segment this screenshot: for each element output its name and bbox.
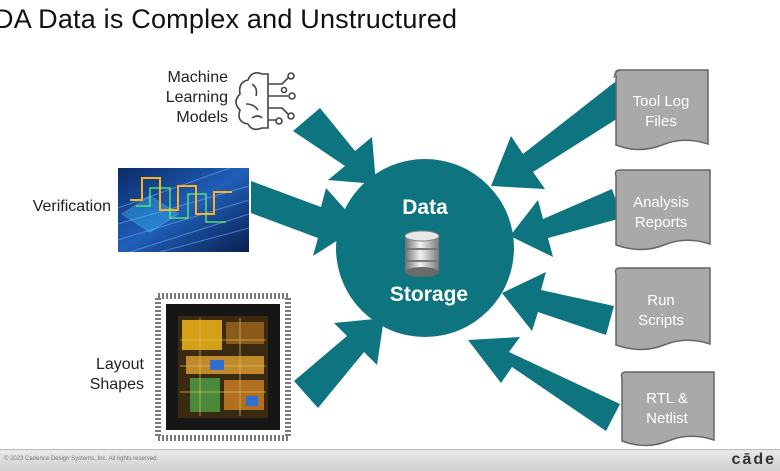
doc-label: Netlist xyxy=(646,410,689,427)
label-line: Shapes xyxy=(89,376,144,393)
arrow-ml xyxy=(293,108,376,184)
verification-waveform-image xyxy=(117,167,250,253)
arrow-analysis xyxy=(510,189,622,257)
doc-rtl-netlist: RTL & Netlist xyxy=(620,371,715,447)
doc-label: Run xyxy=(647,292,675,309)
label-line: Models xyxy=(176,109,228,126)
label-line: Learning xyxy=(165,89,228,106)
layout-chip-image xyxy=(155,293,291,441)
label-line: Layout xyxy=(95,356,144,373)
doc-label: Analysis xyxy=(633,194,689,211)
data-flow-diagram: Data Storage Tool Log Files Analysis Rep… xyxy=(117,69,715,447)
hub-label-storage: Storage xyxy=(390,283,468,306)
doc-run-scripts: Run Scripts xyxy=(614,267,711,351)
slide-title: DA Data is Complex and Unstructured xyxy=(0,4,458,34)
label-machine-learning-models: Machine Learning Models xyxy=(150,68,228,128)
label-layout-shapes: Layout Shapes xyxy=(70,355,144,395)
database-icon xyxy=(404,230,440,277)
slide-footer: © 2023 Cadence Design Systems, Inc. All … xyxy=(0,449,780,471)
brand-logo: cāde xyxy=(731,451,776,468)
label-verification: Verification xyxy=(32,198,111,215)
doc-analysis-reports: Analysis Reports xyxy=(614,169,711,251)
hub-label-data: Data xyxy=(402,196,448,219)
arrow-run-scripts xyxy=(502,272,614,335)
brain-network-icon xyxy=(235,72,296,131)
arrow-rtl xyxy=(468,337,620,431)
doc-label: Scripts xyxy=(638,312,684,329)
doc-label: RTL & xyxy=(646,390,688,407)
label-line: Machine xyxy=(167,69,228,86)
doc-label: Tool Log xyxy=(633,93,690,110)
arrow-verification xyxy=(251,181,360,256)
copyright-text: © 2023 Cadence Design Systems, Inc. All … xyxy=(4,456,159,462)
arrow-tool-log xyxy=(491,82,634,189)
doc-label: Reports xyxy=(635,214,688,231)
doc-label: Files xyxy=(645,113,677,130)
doc-tool-log-files: Tool Log Files xyxy=(613,69,709,151)
arrow-layout xyxy=(294,318,384,408)
